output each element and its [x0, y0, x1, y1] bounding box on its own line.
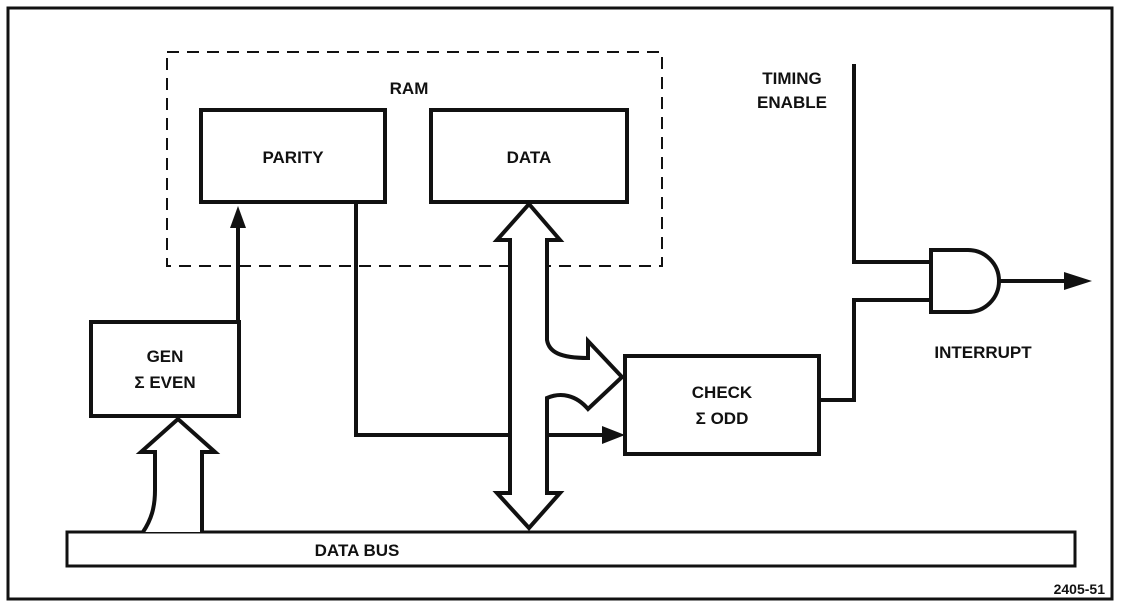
- timing-label: TIMING: [762, 69, 822, 88]
- sigma-odd-label: Σ ODD: [696, 409, 749, 428]
- sigma-even-label: Σ EVEN: [134, 373, 195, 392]
- parity-label: PARITY: [262, 148, 324, 167]
- parity-to-check-arrowhead: [602, 426, 625, 444]
- timing-enable-line: [852, 64, 931, 264]
- parity-to-check-line: [354, 202, 510, 437]
- check-to-gate-line: [819, 298, 931, 402]
- check-label: CHECK: [692, 383, 753, 402]
- gen-to-parity-arrowhead: [230, 206, 246, 228]
- gen-even-box: [89, 320, 241, 418]
- data-bus-label: DATA BUS: [315, 541, 400, 560]
- ram-enclosure: [166, 51, 663, 267]
- outer-frame: [6, 6, 1114, 601]
- interrupt-label: INTERRUPT: [934, 343, 1032, 362]
- enable-label: ENABLE: [757, 93, 827, 112]
- check-odd-box: [623, 354, 821, 456]
- parity-box: [199, 108, 387, 204]
- data-box: [429, 108, 629, 204]
- data-label: DATA: [507, 148, 552, 167]
- data-bus: [65, 530, 1077, 568]
- bus-to-gen-arrow: [135, 416, 221, 534]
- gen-label: GEN: [147, 347, 184, 366]
- and-gate: [929, 248, 1001, 314]
- interrupt-output-arrowhead: [1064, 272, 1092, 290]
- data-bus-double-arrow: [492, 200, 625, 531]
- ram-label: RAM: [390, 79, 429, 98]
- figure-number: 2405-51: [1054, 581, 1106, 597]
